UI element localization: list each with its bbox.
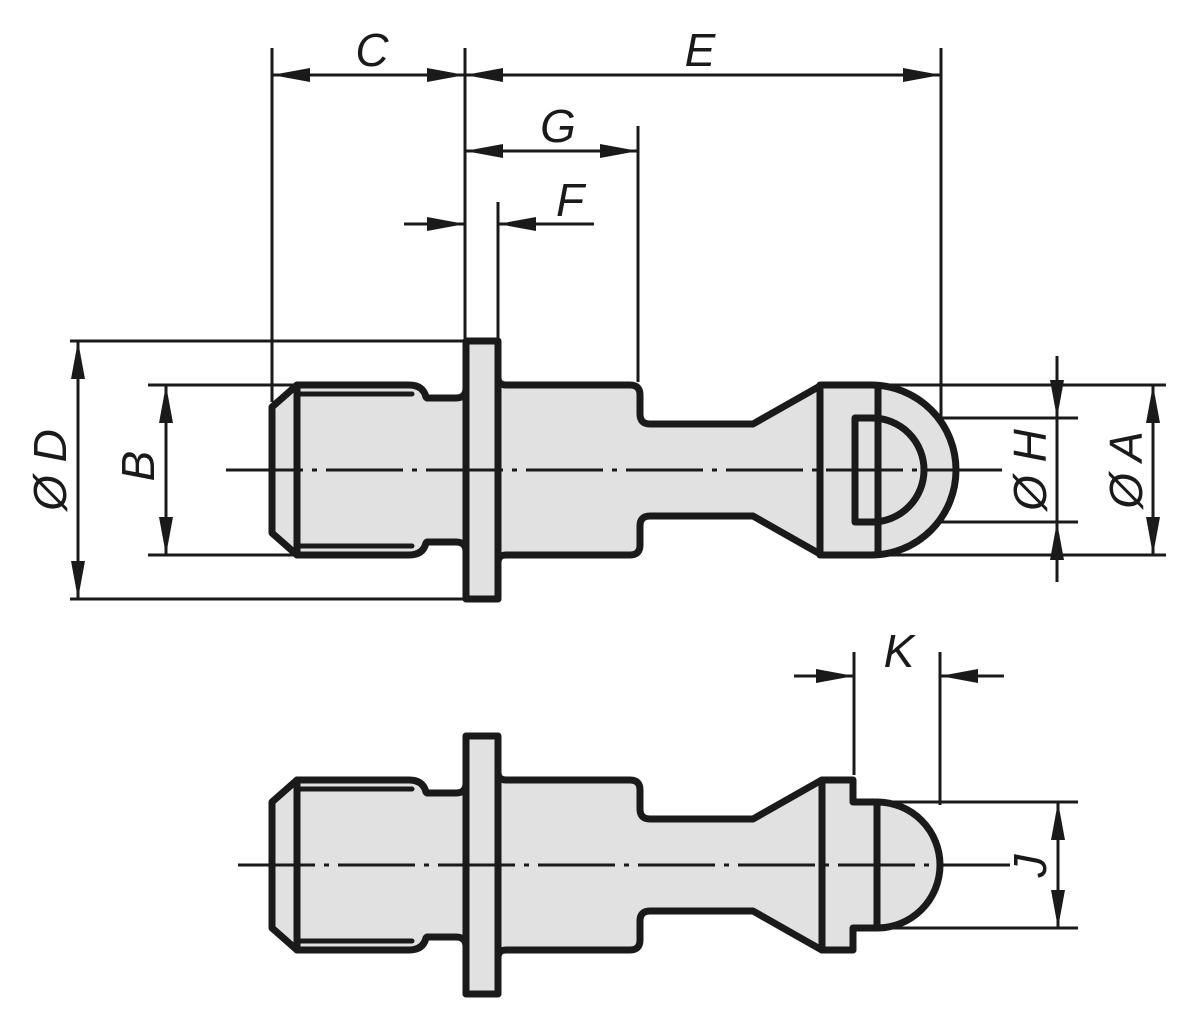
arrow-j-top (1051, 802, 1065, 840)
dim-label-k: K (884, 625, 917, 677)
dim-label-g: G (540, 100, 576, 152)
extension-lines (70, 48, 1166, 930)
arrow-f-left (427, 217, 465, 231)
dimension-labels: C E G F K Ø D B Ø H Ø A J (24, 24, 1152, 879)
arrow-c-right (427, 68, 465, 82)
arrow-e-right (903, 68, 941, 82)
dim-label-c: C (355, 24, 389, 76)
bottom-view-body-and-head (494, 768, 944, 962)
arrow-dia-h-top (1050, 380, 1064, 418)
arrow-e-left (465, 68, 503, 82)
dim-label-dia-d: Ø D (24, 429, 76, 513)
arrow-c-left (272, 68, 310, 82)
arrow-dia-a-bottom (1146, 517, 1160, 555)
center-lines (226, 468, 1010, 867)
arrow-k-left (816, 669, 854, 683)
arrow-dia-a-top (1146, 385, 1160, 423)
dim-label-b: B (112, 451, 164, 482)
dimension-arrowheads (71, 68, 1160, 928)
arrow-f-right (498, 217, 536, 231)
dim-label-j: J (1004, 854, 1056, 879)
dim-label-dia-a: Ø A (1100, 431, 1152, 511)
arrow-g-right (600, 144, 638, 158)
dim-label-dia-h: Ø H (1004, 428, 1056, 513)
arrow-b-top (159, 385, 173, 423)
dim-label-e: E (685, 24, 717, 76)
arrow-dia-d-bottom (71, 561, 85, 599)
dim-label-f: F (556, 174, 587, 226)
arrow-dia-d-top (71, 341, 85, 379)
arrow-k-right (940, 669, 978, 683)
arrow-j-bottom (1051, 890, 1065, 928)
arrow-g-left (465, 144, 503, 158)
arrow-dia-h-bottom (1050, 522, 1064, 560)
arrow-b-bottom (159, 517, 173, 555)
